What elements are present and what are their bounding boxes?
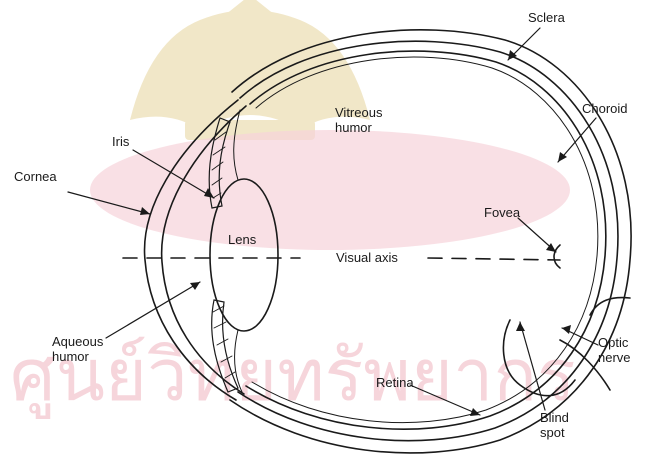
label-optic-nerve: Optic nerve xyxy=(598,335,631,365)
label-blind-spot: Blind spot xyxy=(540,410,569,440)
arrow-cornea xyxy=(140,207,150,215)
label-iris: Iris xyxy=(112,134,129,149)
leader-cornea xyxy=(68,192,150,214)
ciliary-upper xyxy=(234,110,240,180)
label-cornea: Cornea xyxy=(14,169,57,184)
choroid-inner xyxy=(252,57,598,423)
arrow-blind-spot xyxy=(516,322,525,331)
label-aqueous-humor: Aqueous humor xyxy=(52,334,103,364)
label-choroid: Choroid xyxy=(582,101,628,116)
cornea xyxy=(145,100,238,400)
label-lens: Lens xyxy=(228,232,256,247)
arrow-optic-nerve xyxy=(562,325,571,334)
arrow-aqueous xyxy=(190,282,200,290)
label-vitreous-humor: Vitreous humor xyxy=(335,105,382,135)
visual-axis-right xyxy=(428,258,560,260)
label-retina: Retina xyxy=(376,375,414,390)
sclera-outer xyxy=(230,30,631,453)
label-sclera: Sclera xyxy=(528,10,565,25)
label-visual-axis: Visual axis xyxy=(336,250,398,265)
label-fovea: Fovea xyxy=(484,205,520,220)
leader-retina xyxy=(410,385,480,415)
iris-hatching xyxy=(212,132,235,378)
sclera-inner xyxy=(238,41,618,440)
optic-disc xyxy=(503,320,575,396)
fovea-dip xyxy=(554,245,560,268)
lens xyxy=(210,179,278,331)
leader-iris xyxy=(133,150,214,198)
choroid-outer xyxy=(246,51,606,429)
leader-aqueous xyxy=(106,282,200,338)
leader-blind-spot xyxy=(520,322,545,410)
